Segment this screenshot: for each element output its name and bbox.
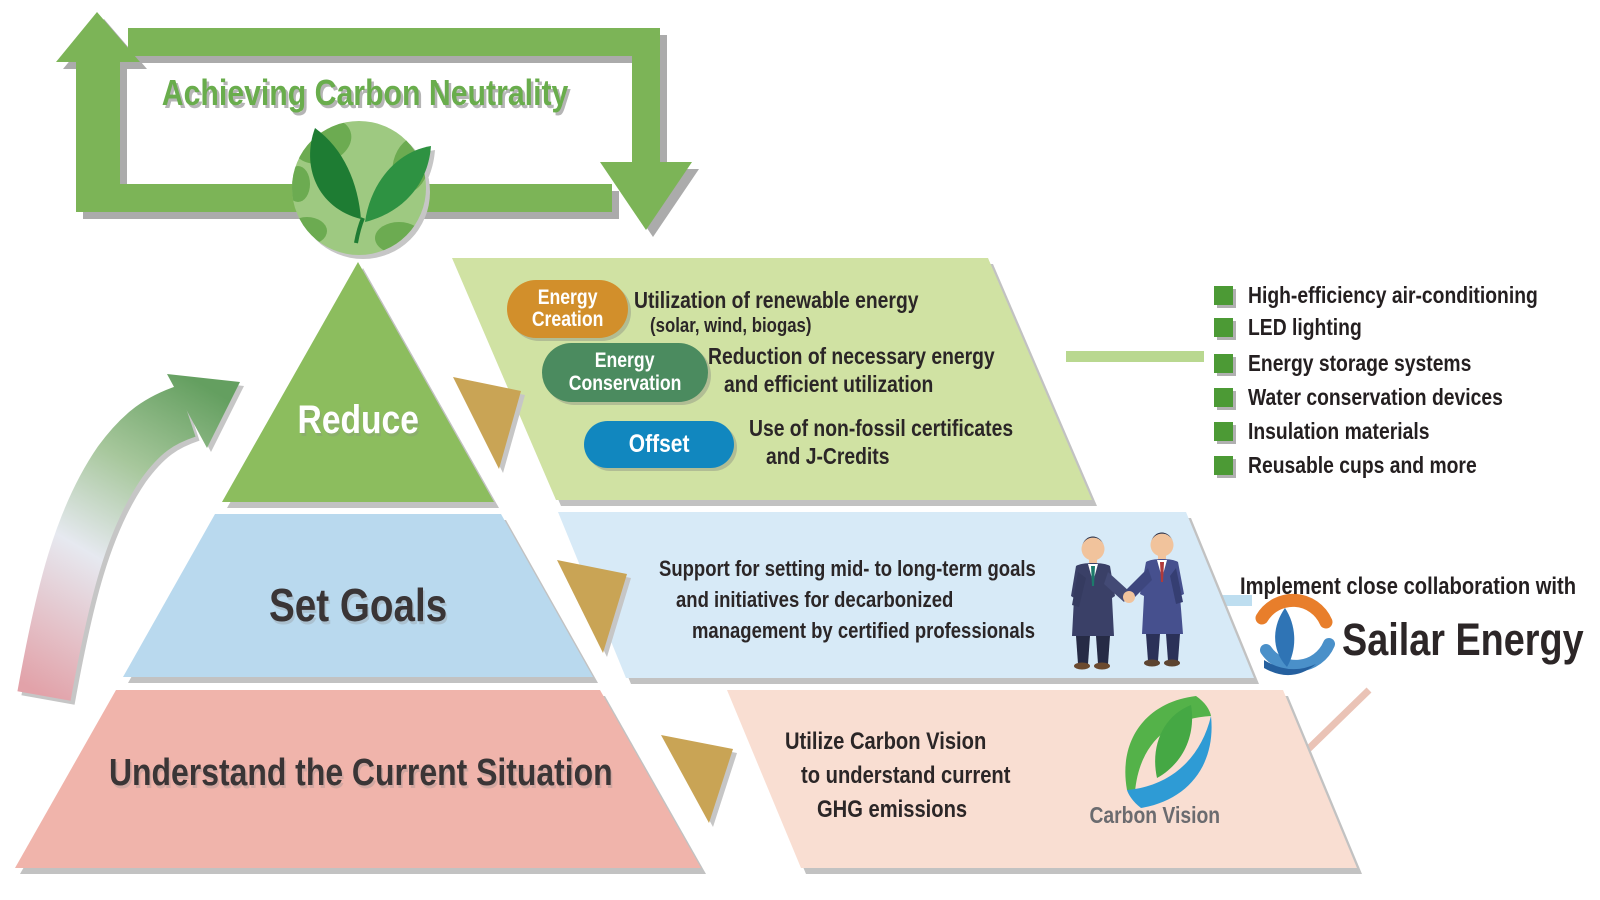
- bullet-square-icon: [1214, 387, 1233, 407]
- growth-gradient-arrow: [17, 374, 240, 701]
- energy-conservation-text: Reduction of necessary energy: [708, 343, 995, 369]
- pyramid-level-set-goals: [123, 514, 593, 677]
- pyramid-level-understand: [15, 690, 701, 868]
- page-title-text: Achieving Carbon Neutrality: [161, 72, 569, 113]
- businessmen-handshake-illustration: [1071, 532, 1184, 670]
- understand-line-2: to understand current: [801, 762, 1011, 789]
- energy-creation-text: Utilization of renewable energy: [634, 287, 919, 313]
- page-title: Achieving Carbon Neutrality: [120, 72, 610, 114]
- cycle-loop-arrow: [56, 12, 692, 230]
- set-goals-line-3: management by certified professionals: [692, 618, 1036, 643]
- panel-understand: [727, 690, 1357, 868]
- understand-line-3: GHG emissions: [817, 796, 968, 823]
- energy-conservation-subtext: and efficient utilization: [724, 371, 934, 397]
- set-goals-line-2: and initiatives for decarbonized: [676, 587, 954, 612]
- down-arrow-icon: [600, 162, 692, 230]
- bullet-square-icon: [1214, 353, 1233, 373]
- pyramid-label-understand: Understand the Current Situation: [108, 752, 613, 794]
- connector-line-pink: [1294, 687, 1372, 763]
- bullet-square-icon: [1214, 285, 1233, 305]
- up-arrow-icon: [56, 12, 140, 62]
- pyramid-label-set-goals: Set Goals: [268, 579, 448, 631]
- offset-badge: Offset: [584, 421, 734, 468]
- carbon-vision-logo-icon: [1125, 696, 1212, 808]
- offset-subtext: and J-Credits: [766, 443, 890, 469]
- pyramid-label-reduce: Reduce: [297, 398, 419, 442]
- offset-text: Use of non-fossil certificates: [749, 415, 1014, 441]
- tan-arrow-icon: [661, 735, 733, 823]
- list-item: Water conservation devices: [1214, 384, 1551, 410]
- leaf-icon: [365, 146, 431, 222]
- list-item: LED lighting: [1214, 314, 1383, 340]
- tan-arrow-icon: [453, 377, 521, 469]
- connector-line-green: [1066, 351, 1204, 362]
- earth-globe-icon: [292, 121, 431, 255]
- energy-conservation-badge: Energy Conservation: [542, 343, 708, 402]
- set-goals-line-1: Support for setting mid- to long-term go…: [659, 556, 1036, 581]
- collaboration-text: Implement close collaboration with: [1240, 573, 1577, 600]
- sailar-energy-logo-text: Sailar Energy: [1342, 614, 1584, 665]
- tan-arrow-icon: [557, 560, 627, 653]
- list-item: Insulation materials: [1214, 418, 1464, 444]
- list-item: High-efficiency air-conditioning: [1214, 282, 1593, 308]
- carbon-vision-logo-text: Carbon Vision: [1089, 802, 1221, 828]
- bullet-square-icon: [1214, 317, 1233, 337]
- list-item: Reusable cups and more: [1214, 452, 1520, 478]
- sailar-energy-logo-icon: [1255, 593, 1335, 676]
- energy-creation-subtext: (solar, wind, biogas): [650, 315, 812, 337]
- pyramid-level-reduce: [222, 262, 494, 502]
- energy-creation-badge: Energy Creation: [507, 280, 628, 338]
- bullet-square-icon: [1214, 455, 1233, 475]
- bullet-square-icon: [1214, 421, 1233, 441]
- leaf-icon: [310, 128, 361, 219]
- list-item: Energy storage systems: [1214, 350, 1514, 376]
- understand-line-1: Utilize Carbon Vision: [785, 728, 987, 755]
